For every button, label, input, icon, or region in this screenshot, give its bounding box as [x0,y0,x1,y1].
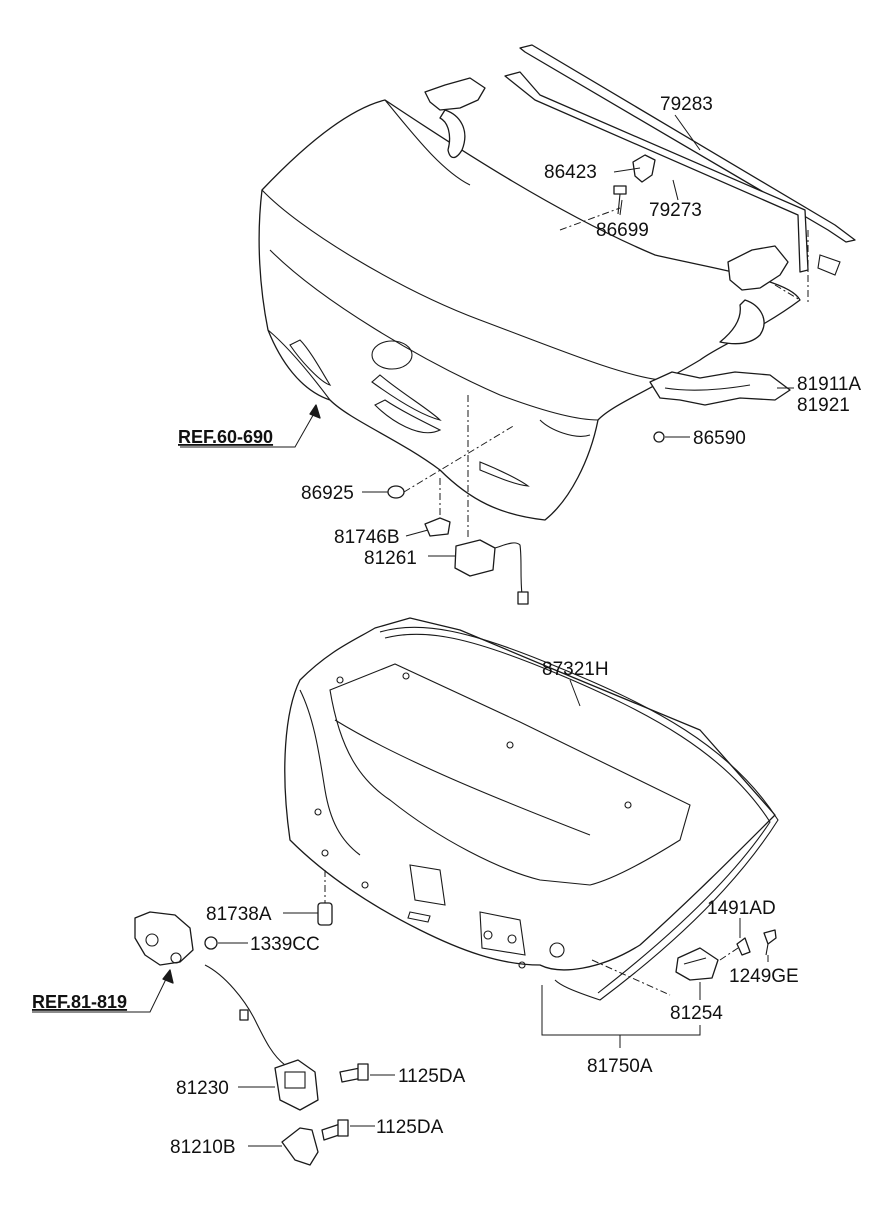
bolt-1125da-lower [321,1119,349,1141]
trunk-torsion-rods [504,44,856,305]
striker-81210b [281,1127,319,1166]
label-81261: 81261 [364,548,417,569]
label-81746b: 81746B [334,527,400,548]
screw-1249ge [763,929,777,956]
ref-latch[interactable]: REF.81-819 [32,992,127,1012]
bolt-1125da-upper [339,1063,369,1083]
label-81210b: 81210B [170,1137,236,1158]
switch-81261 [454,539,529,605]
trunk-lid [258,77,801,521]
assembly-lines-upper [403,207,801,540]
label-1125da-lower: 1125DA [376,1117,444,1138]
label-81738a: 81738A [206,904,272,925]
label-1125da-upper: 1125DA [398,1066,466,1087]
part-labels: 79283 86423 79273 86699 81911A 81921 865… [32,94,861,1158]
ref-trunk-lid[interactable]: REF.60-690 [178,427,273,447]
clip-1491ad [736,937,751,956]
label-81254: 81254 [670,1003,723,1024]
leader-lines [32,114,794,1147]
trunk-latch [134,911,194,966]
label-86590: 86590 [693,428,746,449]
bumper-81738a [317,870,333,926]
hinge-bracket-81911a [649,371,791,406]
bolt-86699 [613,185,627,215]
trunk-lid-liner [284,617,779,1001]
label-81230: 81230 [176,1078,229,1099]
label-86925: 86925 [301,483,354,504]
label-86699: 86699 [596,220,649,241]
label-79273: 79273 [649,200,702,221]
nut-86590 [653,431,665,443]
label-1491ad: 1491AD [707,898,776,919]
label-1249ge: 1249GE [729,966,799,987]
label-87321h: 87321H [542,659,609,680]
handle-81254 [675,947,719,981]
label-79283: 79283 [660,94,713,115]
label-81750a: 81750A [587,1056,653,1077]
assembly-line-81254 [591,959,671,996]
label-81911a: 81911A [797,374,861,395]
bracket-86423 [632,154,656,183]
release-cable [204,964,286,1066]
clip-81746b [424,517,451,537]
assembly-line-1491ad [719,947,739,961]
plug-86925 [387,485,405,499]
label-86423: 86423 [544,162,597,183]
nut-1339cc [204,936,218,950]
label-81921: 81921 [797,395,850,416]
label-1339cc: 1339CC [250,934,320,955]
actuator-81230 [274,1059,319,1111]
